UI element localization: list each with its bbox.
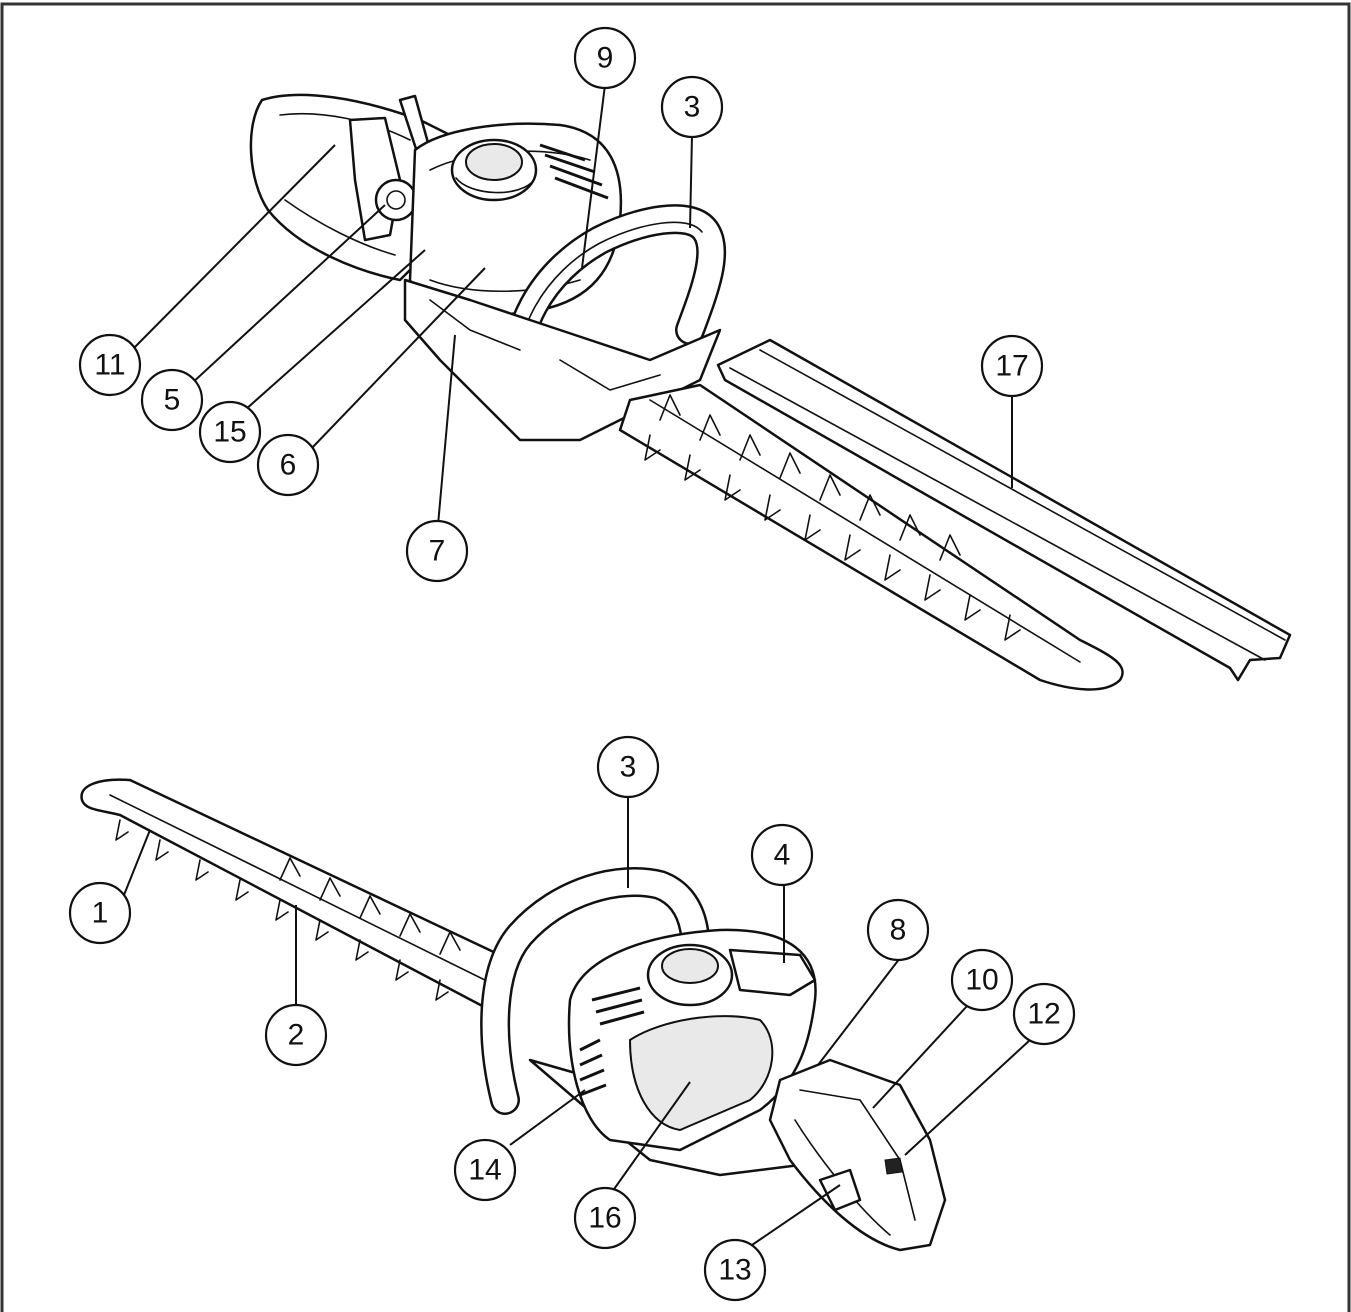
bottom-rear-handle	[768, 1058, 947, 1252]
callout-11: 11	[78, 333, 142, 397]
callout-1: 1	[68, 881, 132, 945]
callout-15: 15	[198, 400, 262, 464]
callout-13: 13	[703, 1238, 767, 1302]
bottom-start-cord	[818, 1168, 862, 1212]
bottom-blade-teeth	[115, 819, 461, 1001]
callout-16: 16	[573, 1186, 637, 1250]
callout-17: 17	[980, 334, 1044, 398]
svg-text:1: 1	[92, 897, 109, 930]
svg-text:8: 8	[890, 914, 907, 947]
svg-text:2: 2	[288, 1019, 305, 1052]
svg-text:5: 5	[164, 384, 181, 417]
callout-9: 9	[573, 26, 637, 90]
svg-text:13: 13	[718, 1254, 751, 1287]
svg-text:3: 3	[620, 751, 637, 784]
svg-text:6: 6	[280, 449, 297, 482]
svg-text:14: 14	[468, 1154, 501, 1187]
top-leader-lines	[129, 84, 1013, 526]
svg-text:3: 3	[684, 91, 701, 124]
top-blade-teeth	[644, 394, 1021, 641]
callout-5: 5	[140, 368, 204, 432]
bottom-stop-switch	[884, 1157, 903, 1175]
svg-text:11: 11	[94, 349, 125, 382]
callout-4: 4	[750, 823, 814, 887]
callout-6: 6	[256, 433, 320, 497]
callout-8: 8	[866, 898, 930, 962]
bottom-air-filter-cover	[728, 948, 817, 997]
top-hedge-trimmer	[249, 93, 1292, 691]
svg-text:16: 16	[588, 1202, 621, 1235]
svg-text:10: 10	[965, 964, 998, 997]
top-cutter-blade	[618, 383, 1124, 691]
callout-3-bottom: 3	[596, 735, 660, 799]
bottom-leader-lines	[121, 795, 1031, 1246]
callout-14: 14	[453, 1138, 517, 1202]
callout-7: 7	[405, 519, 469, 583]
callout-12: 12	[1012, 982, 1076, 1046]
svg-text:4: 4	[774, 839, 791, 872]
callout-2: 2	[264, 1003, 328, 1067]
bottom-hedge-trimmer	[80, 778, 947, 1252]
callout-3-top: 3	[660, 75, 724, 139]
bottom-cooling-grille	[579, 986, 645, 1097]
svg-text:7: 7	[429, 535, 446, 568]
bottom-engine-cover	[628, 1015, 774, 1132]
svg-text:12: 12	[1027, 998, 1060, 1031]
svg-text:17: 17	[995, 350, 1028, 383]
callout-10: 10	[950, 948, 1014, 1012]
svg-text:9: 9	[597, 42, 614, 75]
svg-text:15: 15	[213, 416, 246, 449]
top-choke-knob	[374, 178, 418, 222]
